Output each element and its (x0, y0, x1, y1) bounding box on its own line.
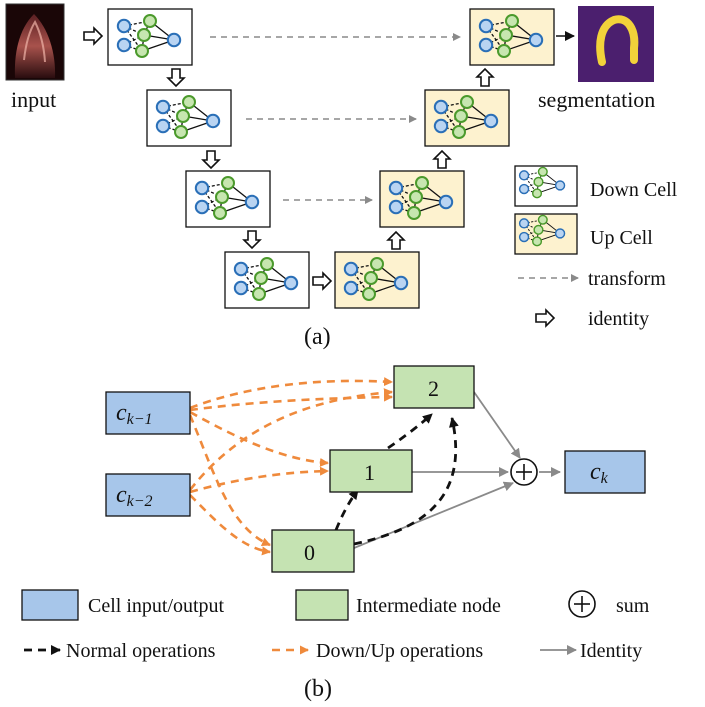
identity-arrow-down-1 (167, 68, 185, 87)
up-cell-4 (469, 8, 555, 66)
svg-text:ck−2: ck−2 (116, 482, 153, 510)
downup-edges (188, 377, 393, 556)
identity-arrow-up-2 (433, 150, 451, 169)
node-2: 2 (393, 365, 475, 409)
legend-intermediate-swatch (295, 589, 349, 621)
segmentation-image (578, 6, 654, 82)
node-ck: ck (564, 450, 646, 494)
svg-text:ck: ck (590, 459, 609, 487)
identity-edges (353, 391, 561, 549)
legend-identity-label: identity (588, 308, 649, 330)
node-1: 1 (329, 449, 413, 493)
node-0: 0 (271, 529, 355, 573)
panel-a: input (5, 3, 678, 350)
transform-arrows (210, 33, 461, 204)
legend-up-cell (514, 213, 578, 255)
node-ck-1: ck−1 (105, 391, 191, 435)
legend-up-cell-label: Up Cell (590, 227, 653, 249)
panel-b: ck−1 ck−2 2 1 0 ck Cell inp (21, 365, 650, 702)
identity-arrow-down-2 (202, 150, 220, 169)
svg-text:1: 1 (364, 460, 375, 485)
down-cell-3 (185, 170, 271, 228)
caption-a: (a) (304, 324, 331, 350)
legend-normal-label: Normal operations (66, 640, 216, 662)
sum-node (510, 458, 538, 486)
up-cell-3 (424, 89, 510, 147)
legend-down-cell (514, 165, 578, 207)
legend-downup-label: Down/Up operations (316, 640, 483, 662)
down-cell-4 (224, 251, 310, 309)
legend-transform-label: transform (588, 268, 666, 290)
identity-arrow-up-1 (387, 231, 405, 250)
caption-b: (b) (304, 676, 332, 702)
identity-arrow-bottom (312, 272, 332, 290)
down-cell-2 (146, 89, 232, 147)
input-image (5, 3, 65, 81)
up-cell-2 (379, 170, 465, 228)
legend-identity-label-b: Identity (580, 640, 642, 662)
legend-intermediate-label: Intermediate node (356, 595, 501, 617)
down-cell-1 (107, 8, 193, 66)
svg-text:2: 2 (428, 376, 439, 401)
up-cell-1 (334, 251, 420, 309)
input-label: input (11, 87, 56, 112)
normal-edges (334, 412, 459, 546)
svg-text:0: 0 (304, 540, 315, 565)
svg-text:ck−1: ck−1 (116, 400, 153, 428)
legend-down-cell-label: Down Cell (590, 179, 678, 201)
identity-arrow-input (83, 27, 103, 45)
identity-arrow-up-3 (476, 68, 494, 87)
node-ck-2: ck−2 (105, 473, 191, 517)
legend-sum-icon (568, 590, 596, 618)
legend-identity-arrow (535, 309, 555, 327)
segmentation-label: segmentation (538, 87, 655, 112)
legend-cell-io-swatch (21, 589, 79, 621)
legend-sum-label: sum (616, 595, 650, 617)
identity-arrow-down-3 (243, 230, 261, 249)
legend-cell-io-label: Cell input/output (88, 595, 225, 617)
